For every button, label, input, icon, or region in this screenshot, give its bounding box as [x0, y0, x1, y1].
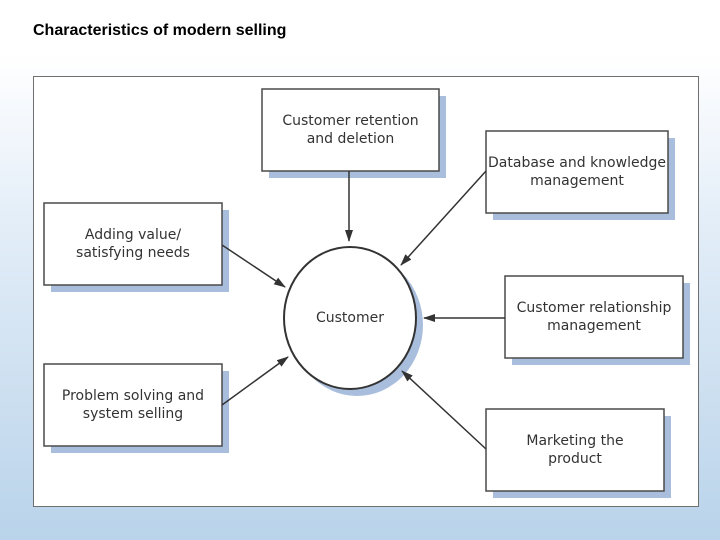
- box-crm: [504, 275, 684, 359]
- arrow-database: [400, 170, 487, 266]
- customer-circle: [283, 246, 417, 390]
- box-problem-solving-label: Problem solving and system selling: [61, 388, 205, 422]
- customer-label: Customer: [315, 310, 384, 326]
- box-crm-label: Customer relationship management: [516, 300, 672, 334]
- box-adding-value: [43, 202, 223, 286]
- box-retention: [261, 88, 440, 172]
- arrow-problem-solving: [221, 356, 289, 406]
- slide-title: Characteristics of modern selling: [33, 22, 287, 39]
- arrow-marketing: [401, 370, 487, 450]
- box-retention-label: Customer retention and deletion: [282, 113, 419, 147]
- arrow-adding-value: [221, 244, 286, 288]
- box-database-label: Database and knowledge management: [488, 155, 666, 189]
- box-adding-value-label: Adding value/ satisfying needs: [76, 227, 190, 261]
- box-marketing-label: Marketing the product: [526, 433, 624, 467]
- box-database: [485, 130, 669, 214]
- box-marketing: [485, 408, 665, 492]
